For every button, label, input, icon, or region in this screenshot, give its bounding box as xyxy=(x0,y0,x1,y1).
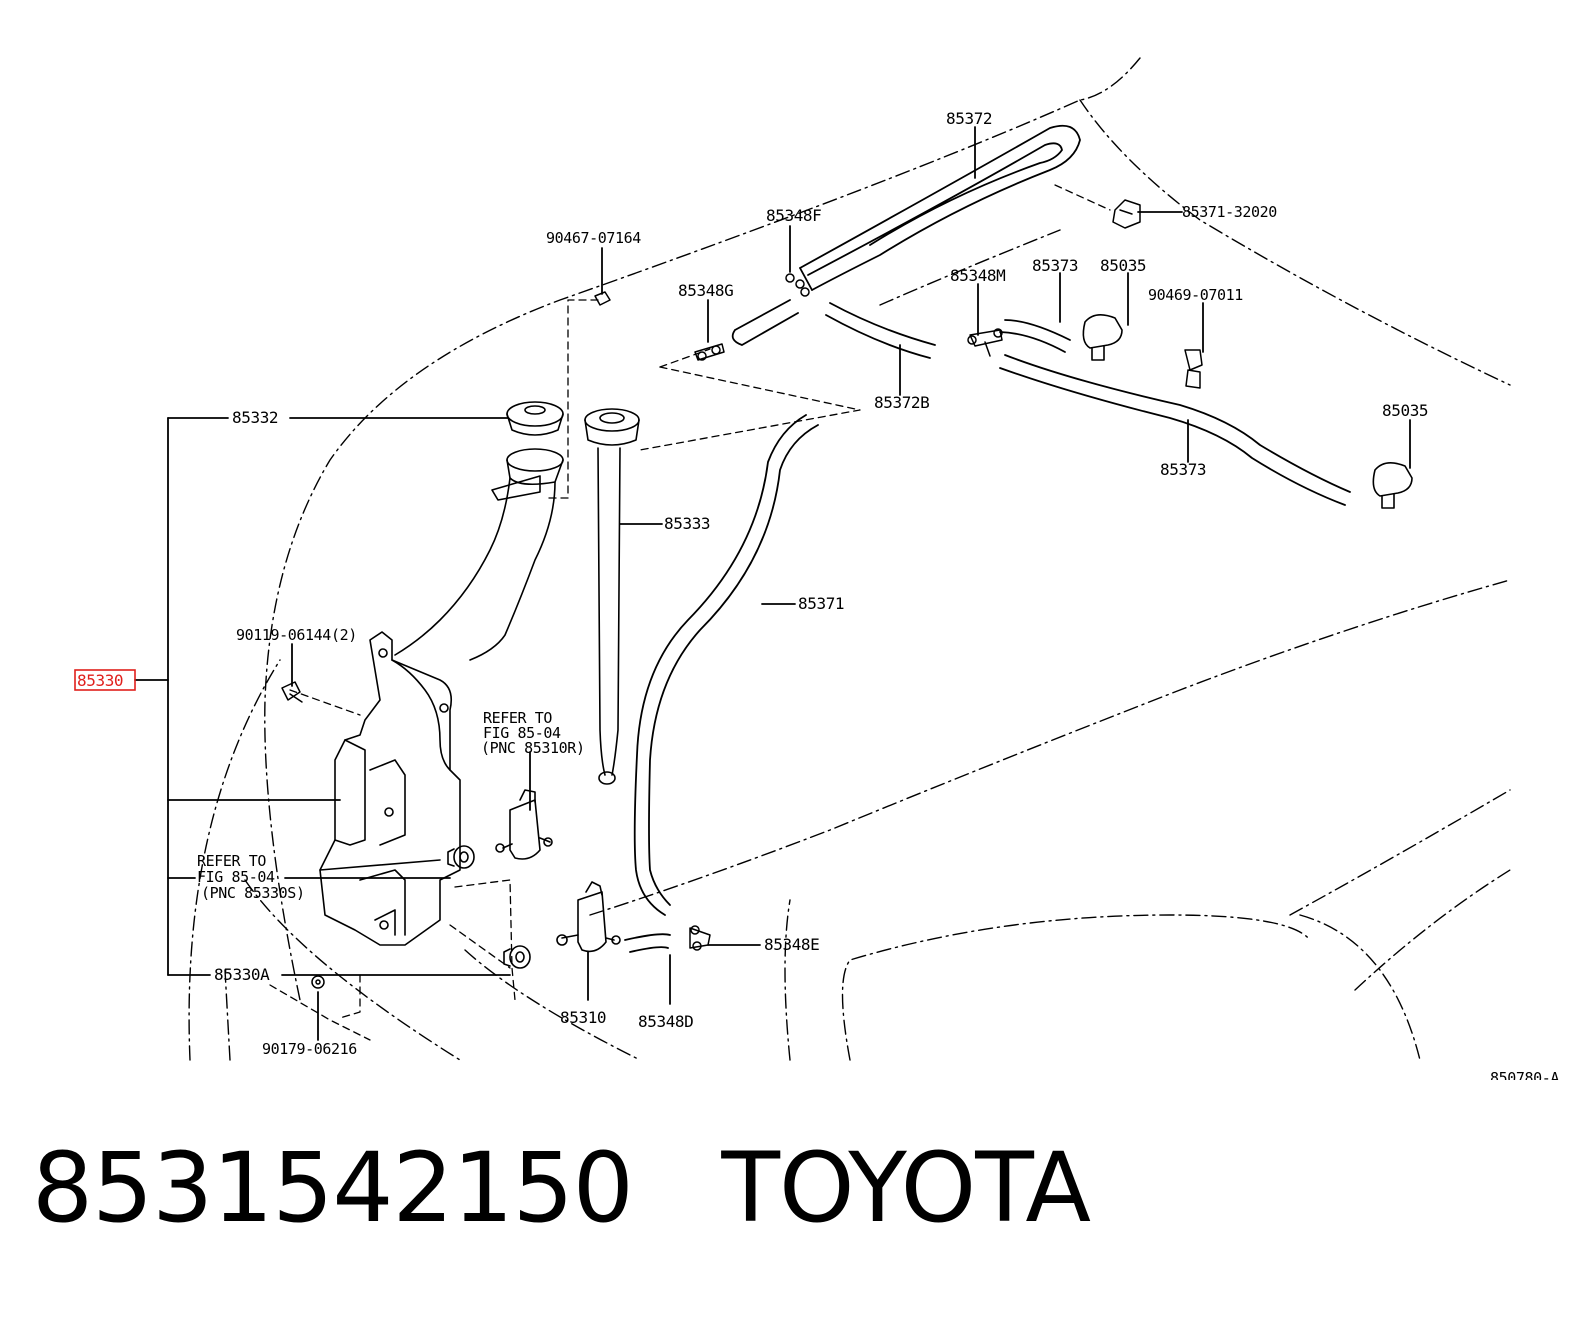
grommet-upper xyxy=(447,845,475,869)
hose-85373-long xyxy=(999,354,1351,506)
label-85371[interactable]: 85371 xyxy=(798,594,845,613)
hose-85372B xyxy=(825,302,936,359)
refer-note-tank-line3: (PNC 85330S) xyxy=(201,884,305,902)
label-85348E[interactable]: 85348E xyxy=(764,935,820,954)
joint-85348G xyxy=(694,343,725,361)
label-85348G[interactable]: 85348G xyxy=(678,281,734,300)
hose-85348D xyxy=(624,933,671,953)
label-90119-06144[interactable]: 90119-06144(2) xyxy=(236,626,357,644)
nozzle-85035-right xyxy=(1372,462,1413,509)
label-85348F[interactable]: 85348F xyxy=(766,206,822,225)
label-85035-top[interactable]: 85035 xyxy=(1100,256,1147,275)
figure-code: 850780-A xyxy=(1490,1069,1559,1080)
filler-neck xyxy=(394,448,564,661)
assembly-guide-lines xyxy=(269,184,1111,1041)
label-85372[interactable]: 85372 xyxy=(946,109,993,128)
refer-note-pump-line3: (PNC 85310R) xyxy=(481,739,585,757)
grommet-85330A xyxy=(503,945,531,969)
label-85330[interactable]: 85330 xyxy=(77,671,124,690)
label-85348D[interactable]: 85348D xyxy=(638,1012,694,1031)
nut-90179-06216 xyxy=(311,975,325,989)
brand-name: TOYOTA xyxy=(721,1132,1091,1244)
vehicle-body-outline xyxy=(188,57,1511,1061)
label-85348M[interactable]: 85348M xyxy=(950,266,1006,285)
refer-note-pump-line1: REFER TO xyxy=(483,709,552,727)
refer-note-pump-line2: FIG 85-04 xyxy=(483,724,561,742)
label-85372B[interactable]: 85372B xyxy=(874,393,930,412)
hose-85348G xyxy=(731,299,799,346)
hose-85373-short xyxy=(999,319,1071,353)
label-85332[interactable]: 85332 xyxy=(232,408,279,427)
refer-note-tank-line2: FIG 85-04 xyxy=(197,868,275,886)
label-85373-top[interactable]: 85373 xyxy=(1032,256,1079,275)
leader-lines xyxy=(134,126,1411,1041)
clamp-90469-07011 xyxy=(1184,349,1203,389)
nozzle-85035-top xyxy=(1082,314,1123,361)
joint-85348M xyxy=(967,328,1003,357)
label-85373-mid[interactable]: 85373 xyxy=(1160,460,1207,479)
label-85333[interactable]: 85333 xyxy=(664,514,711,533)
filler-cap-85332 xyxy=(506,401,564,436)
label-85310[interactable]: 85310 xyxy=(560,1008,607,1027)
washer-tank-85330 xyxy=(319,631,461,946)
part-number: 8531542150 xyxy=(32,1132,634,1244)
hose-85372-loop xyxy=(799,124,1081,291)
part-number-footer: 8531542150 TOYOTA xyxy=(32,1140,1091,1236)
label-90467-07164[interactable]: 90467-07164 xyxy=(546,229,642,247)
bolt-90119-06144 xyxy=(281,681,303,703)
clip-85371-32020 xyxy=(1112,199,1141,229)
highlight-box xyxy=(74,669,136,691)
label-90469-07011[interactable]: 90469-07011 xyxy=(1148,286,1244,304)
joint-85348F xyxy=(785,273,810,297)
label-85371-32020[interactable]: 85371-32020 xyxy=(1182,203,1278,221)
parts-diagram: 85372 85371-32020 85348F 90467-07164 853… xyxy=(74,57,1560,1080)
hose-85371 xyxy=(633,414,819,916)
label-85330A[interactable]: 85330A xyxy=(214,965,271,984)
label-85035-right[interactable]: 85035 xyxy=(1382,401,1429,420)
pump-85310 xyxy=(556,881,621,953)
pump-85310R xyxy=(495,789,553,860)
level-gauge-85333 xyxy=(584,408,640,785)
joint-85348E xyxy=(689,925,711,951)
refer-note-tank-line1: REFER TO xyxy=(197,852,266,870)
label-90179-06216[interactable]: 90179-06216 xyxy=(262,1040,358,1058)
